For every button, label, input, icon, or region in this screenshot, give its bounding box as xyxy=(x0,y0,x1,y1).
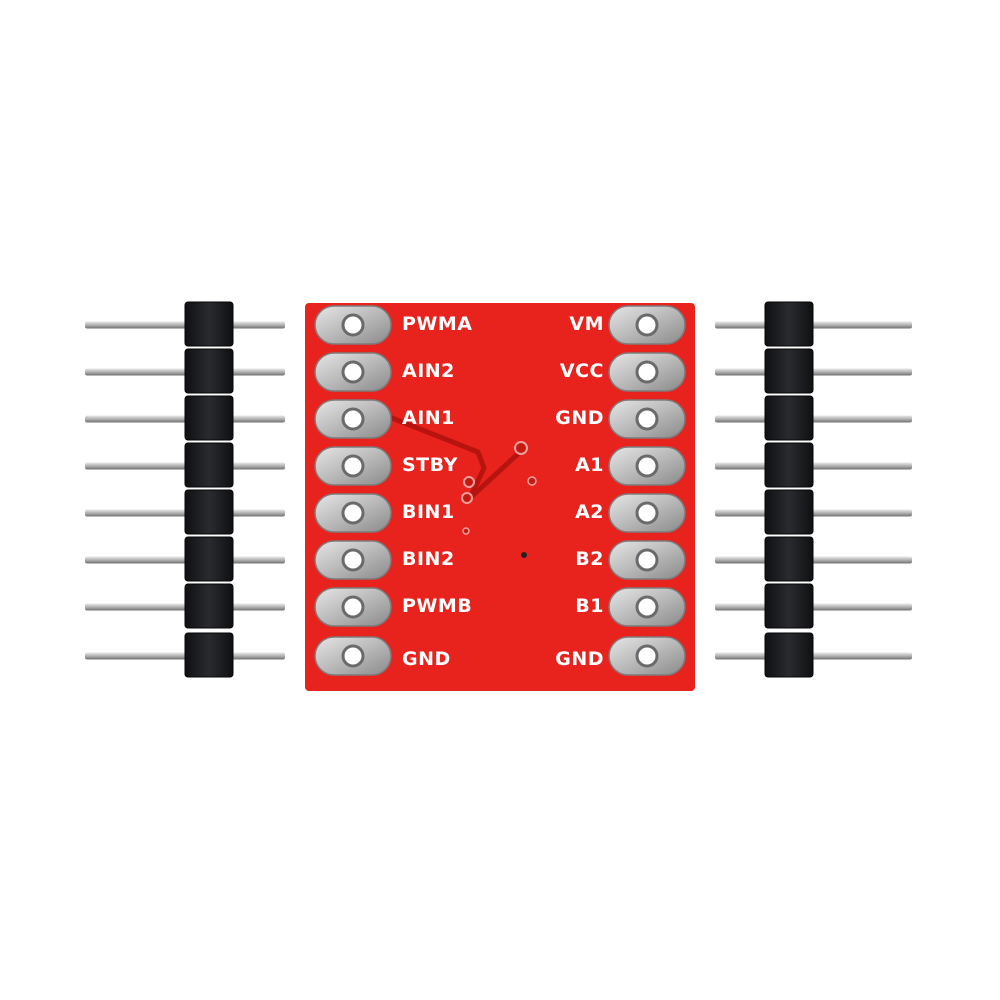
label-vm: VM xyxy=(569,313,604,335)
header-block xyxy=(764,536,814,582)
pad-hole xyxy=(341,407,365,431)
label-ain1: AIN1 xyxy=(402,407,455,429)
header-block xyxy=(764,395,814,441)
right-pin-header xyxy=(715,301,912,678)
header-block xyxy=(184,395,234,441)
pad-hole xyxy=(341,454,365,478)
header-block xyxy=(184,442,234,488)
pad-hole xyxy=(635,501,659,525)
pcb-board: PWMA AIN2 AIN1 STBY BIN1 BIN2 PWMB GND V… xyxy=(305,303,695,691)
label-bin2: BIN2 xyxy=(402,548,455,570)
left-pads xyxy=(314,305,392,676)
pad-hole xyxy=(635,595,659,619)
pad-hole xyxy=(341,595,365,619)
vias xyxy=(461,441,537,558)
via-dot xyxy=(462,527,470,535)
pad-hole xyxy=(635,548,659,572)
header-block xyxy=(764,632,814,678)
pcb-trace xyxy=(389,415,523,500)
label-gnd-left: GND xyxy=(402,648,451,670)
label-a1: A1 xyxy=(575,454,604,476)
header-block xyxy=(764,348,814,394)
header-block xyxy=(764,583,814,629)
header-block xyxy=(184,536,234,582)
pad-hole xyxy=(341,644,365,668)
left-pin-labels: PWMA AIN2 AIN1 STBY BIN1 BIN2 PWMB GND xyxy=(402,313,473,670)
pad-hole xyxy=(635,644,659,668)
header-block xyxy=(184,583,234,629)
via-dot xyxy=(514,441,528,455)
header-block xyxy=(764,442,814,488)
right-pin-labels: VM VCC GND A1 A2 B2 B1 GND xyxy=(555,313,604,670)
label-a2: A2 xyxy=(575,501,604,523)
board-substrate xyxy=(305,303,695,691)
label-gnd-right-top: GND xyxy=(555,407,604,429)
via-dot xyxy=(463,476,475,488)
header-block xyxy=(184,632,234,678)
header-block xyxy=(184,301,234,347)
label-bin1: BIN1 xyxy=(402,501,455,523)
via-dot xyxy=(527,476,537,486)
label-ain2: AIN2 xyxy=(402,360,455,382)
left-pin-header xyxy=(85,301,285,678)
pad-hole xyxy=(635,313,659,337)
via-dot xyxy=(461,492,473,504)
trace-lines xyxy=(389,415,523,500)
header-block xyxy=(764,489,814,535)
right-pads xyxy=(608,305,686,676)
pad-hole xyxy=(341,360,365,384)
pad-hole xyxy=(341,548,365,572)
pad-hole xyxy=(341,313,365,337)
label-stby: STBY xyxy=(402,454,458,476)
header-block xyxy=(184,489,234,535)
pad-hole xyxy=(341,501,365,525)
label-vcc: VCC xyxy=(560,360,604,382)
header-block xyxy=(764,301,814,347)
label-pwma: PWMA xyxy=(402,313,473,335)
label-pwmb: PWMB xyxy=(402,595,472,617)
header-block xyxy=(184,348,234,394)
label-b2: B2 xyxy=(575,548,604,570)
pad-hole xyxy=(635,360,659,384)
pad-hole xyxy=(635,407,659,431)
label-b1: B1 xyxy=(575,595,604,617)
pad-hole xyxy=(635,454,659,478)
hole-dot xyxy=(521,552,527,558)
label-gnd-right-bottom: GND xyxy=(555,648,604,670)
